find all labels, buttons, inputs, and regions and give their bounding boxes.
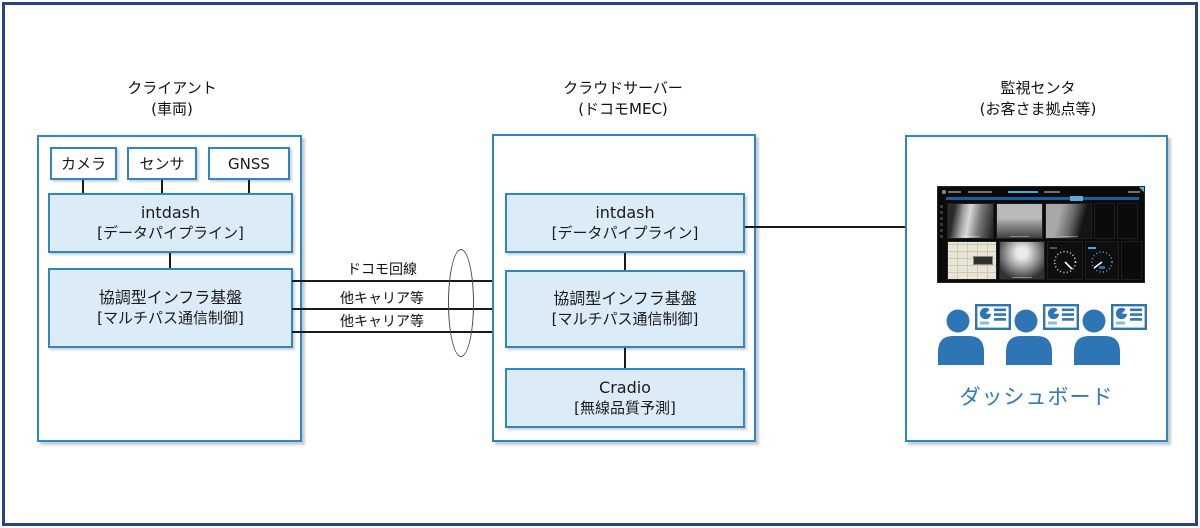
client-infra-name: 協調型インフラ基盤 — [98, 288, 243, 307]
report-screen-icon — [1043, 304, 1079, 330]
person-icon — [1006, 309, 1052, 365]
link-label-docomo: ドコモ回線 — [347, 262, 417, 278]
link-label-carrier1: 他キャリア等 — [340, 291, 424, 307]
link-label-carrier2: 他キャリア等 — [340, 314, 424, 330]
camera-label: カメラ — [60, 155, 106, 173]
monitor-heading: 監視センタ (お客さま拠点等) — [888, 78, 1188, 120]
connector-sensor-intdash — [161, 180, 163, 194]
client-infra-role: [マルチパス通信制御] — [97, 309, 244, 327]
operator-unit — [938, 304, 1011, 366]
dashboard-empty-tile — [1121, 241, 1142, 280]
cloud-subtitle: (ドコモMEC) — [578, 100, 668, 118]
dashboard-label: ダッシュボード — [959, 385, 1114, 409]
dashboard-topbar-text — [948, 190, 961, 193]
client-intdash-box: intdash [データパイプライン] — [48, 193, 293, 253]
person-icon — [938, 309, 984, 365]
client-subtitle: (車両) — [151, 100, 193, 118]
cloud-heading: クラウドサーバー (ドコモMEC) — [473, 78, 773, 120]
connector-cloud-infra-cradio — [624, 348, 626, 368]
gnss-box: GNSS — [208, 147, 290, 180]
dashboard-gauge-tile — [1085, 241, 1120, 280]
dashboard-camera-tile — [996, 203, 1043, 239]
dashboard-seekbar — [946, 196, 1139, 201]
dashboard-topbar-text — [968, 190, 992, 193]
dashboard-sidebar-icons — [940, 205, 943, 238]
dashboard-empty-tile — [1094, 203, 1115, 239]
dashboard-topbar-controls — [1008, 190, 1038, 193]
gnss-label: GNSS — [228, 154, 270, 173]
connector-cloud-monitor — [745, 226, 905, 228]
connector-gnss-intdash — [248, 180, 250, 194]
monitor-title: 監視センタ — [1000, 79, 1076, 97]
cloud-infra-box: 協調型インフラ基盤 [マルチパス通信制御] — [505, 270, 745, 348]
dashboard-seek-handle — [1069, 196, 1083, 201]
dashboard-topbar — [938, 187, 1144, 196]
link-line-docomo — [292, 280, 505, 282]
cloud-title: クラウドサーバー — [563, 79, 683, 97]
report-screen-icon — [975, 304, 1011, 330]
report-screen-icon — [1111, 304, 1147, 330]
dashboard-logo-icon — [942, 189, 946, 194]
cloud-cradio-box: Cradio [無線品質予測] — [505, 368, 745, 428]
cloud-cradio-role: [無線品質予測] — [574, 399, 676, 417]
monitor-subtitle: (お客さま拠点等) — [979, 100, 1097, 118]
connector-client-intdash-infra — [169, 253, 171, 269]
link-line-carrier1 — [292, 308, 505, 310]
sensor-label: センサ — [139, 155, 185, 173]
cloud-infra-role: [マルチパス通信制御] — [551, 310, 699, 328]
cloud-cradio-name: Cradio — [599, 378, 651, 397]
client-intdash-name: intdash — [140, 203, 201, 222]
camera-box: カメラ — [50, 147, 117, 180]
operators-group — [938, 304, 1147, 366]
client-infra-box: 協調型インフラ基盤 [マルチパス通信制御] — [48, 268, 293, 348]
dashboard-topbar-text — [1044, 190, 1060, 193]
dashboard-gauge-tile — [1047, 241, 1084, 280]
cloud-intdash-name: intdash — [595, 203, 655, 222]
cloud-intdash-box: intdash [データパイプライン] — [505, 193, 745, 253]
operator-unit — [1074, 304, 1147, 366]
link-bundle-ellipse — [448, 249, 474, 357]
link-line-carrier2 — [292, 331, 505, 333]
dashboard-map-tile — [947, 241, 997, 280]
client-heading: クライアント (車両) — [22, 78, 322, 120]
dashboard-camera-tile — [947, 203, 994, 239]
dashboard-tile-grid — [947, 203, 1142, 280]
dashboard-empty-tile — [1117, 203, 1138, 239]
cloud-intdash-role: [データパイプライン] — [551, 224, 699, 242]
person-icon — [1074, 309, 1120, 365]
sensor-box: センサ — [127, 147, 197, 180]
operator-unit — [1006, 304, 1079, 366]
dashboard-topbar-menu — [1128, 190, 1140, 193]
dashboard-corner-badge — [1139, 187, 1144, 192]
dashboard-camera-tile — [1045, 203, 1092, 239]
dashboard-screenshot — [937, 186, 1145, 283]
client-title: クライアント — [127, 79, 217, 97]
dashboard-camera-tile — [998, 241, 1046, 280]
cloud-infra-name: 協調型インフラ基盤 — [553, 289, 697, 308]
client-intdash-role: [データパイプライン] — [97, 224, 244, 242]
connector-camera-intdash — [82, 180, 84, 194]
connector-cloud-intdash-infra — [624, 253, 626, 270]
